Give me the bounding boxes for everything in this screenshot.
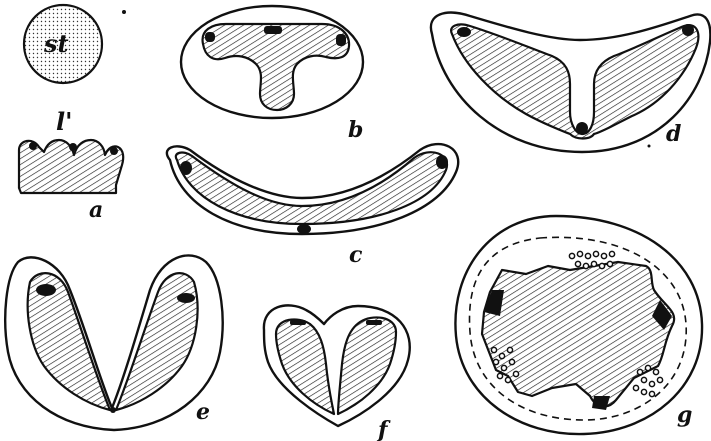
label-a: a (89, 197, 103, 223)
canal (501, 365, 506, 370)
section-d: d (431, 13, 710, 152)
canal (583, 263, 588, 268)
section-b: b (181, 6, 363, 143)
canal (577, 251, 582, 256)
label-b: b (348, 117, 363, 143)
bundle-b-2 (264, 26, 282, 34)
central-mass-g (482, 262, 674, 406)
bundle-b-3 (336, 34, 346, 46)
canal (657, 377, 662, 382)
bundle-c-mid (297, 224, 311, 234)
canal (513, 371, 518, 376)
label-l-prime: l' (56, 107, 72, 136)
bundle-d-left (457, 27, 471, 37)
section-e: e (5, 255, 222, 430)
canal (601, 253, 606, 258)
section-a: a (19, 140, 123, 223)
section-c: c (167, 144, 458, 268)
bundle-c-right (436, 155, 448, 169)
label-d: d (666, 121, 681, 147)
section-g: g (455, 216, 702, 434)
bundle-c-left (180, 161, 192, 175)
canal (507, 347, 512, 352)
bundle-f-left (290, 320, 306, 325)
canal (649, 391, 654, 396)
canal (609, 251, 614, 256)
canal (499, 353, 504, 358)
canal (591, 261, 596, 266)
canal (645, 365, 650, 370)
stray-dot-d (648, 145, 651, 148)
label-f: f (376, 417, 391, 441)
bundle-e-right (177, 293, 195, 303)
canal (649, 381, 654, 386)
canal (585, 253, 590, 258)
label-c: c (349, 242, 363, 268)
canal (641, 377, 646, 382)
canal (599, 263, 604, 268)
label-g: g (677, 402, 692, 428)
label-st: st (43, 29, 69, 58)
t-tissue-b (203, 24, 350, 110)
canal (497, 373, 502, 378)
bundle-e-left (36, 284, 56, 296)
canal (505, 377, 510, 382)
bundle-e-bottom (110, 407, 116, 413)
canal (607, 261, 612, 266)
canal (491, 347, 496, 352)
section-st: st (24, 5, 102, 83)
canal (593, 251, 598, 256)
canal (569, 253, 574, 258)
canal (509, 359, 514, 364)
bundle-g-bottom (592, 396, 610, 410)
section-f: f (264, 305, 410, 441)
bundle-d-right (682, 24, 694, 36)
canal (493, 359, 498, 364)
bundle-b-1 (205, 32, 215, 42)
label-e: e (196, 399, 210, 425)
canal (575, 261, 580, 266)
stray-dot (122, 10, 126, 14)
bundle-d-bottom (576, 122, 588, 134)
crescent-tissue-c (176, 152, 447, 224)
bundle-a-3 (110, 147, 118, 155)
canal-cluster-right (633, 365, 662, 396)
bundle-a-2 (69, 143, 77, 151)
heart-tissue-f-right (338, 317, 396, 414)
bundle-a-1 (29, 142, 37, 150)
bundle-f-right (366, 320, 382, 325)
heart-tissue-f-left (276, 319, 334, 414)
canal (653, 369, 658, 374)
canal (633, 385, 638, 390)
canal (641, 389, 646, 394)
canal (637, 369, 642, 374)
canal-cluster-top (569, 251, 614, 268)
